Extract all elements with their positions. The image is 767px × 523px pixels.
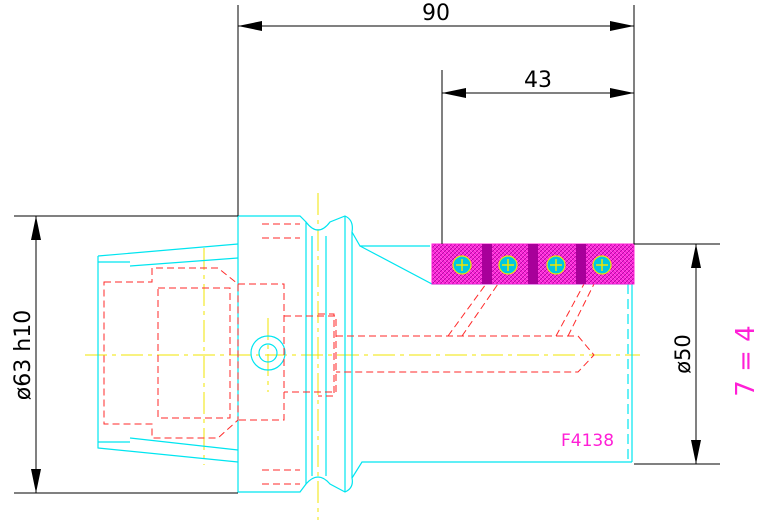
dim-63-label: ø63 h10 [11,310,36,400]
dim-50-label: ø50 [671,334,695,374]
groove-outline-lower [305,461,632,493]
flange-bore [238,283,285,421]
dim-43-label: 43 [524,68,552,93]
quantity-note: 7 = 4 [731,325,761,396]
flange-outline [237,215,307,493]
hidden-lines [103,223,595,485]
taper-inner-1 [129,257,239,267]
screw-head [284,315,337,393]
dim-90-label: 90 [422,1,450,26]
part-number-label: F4138 [561,431,614,451]
coolant-bore [336,335,595,373]
dimension-arrows [31,21,701,493]
band-dark-3 [576,244,586,284]
centerlines [85,193,640,520]
taper-inner-2 [129,437,239,451]
coolant-channel-2a [555,283,585,337]
band-dark-1 [482,244,492,284]
bore-circle [250,335,286,371]
taper-outline [97,243,239,463]
taper-bore-inner [157,287,231,419]
dimension-lines [14,5,720,494]
taper-bore [103,267,239,439]
coolant-channel-1b [461,283,499,337]
coolant-channel-1a [447,283,487,337]
coolant-channel-2b [567,283,595,337]
screw-head-inner [318,313,335,397]
groove-outline [305,215,430,247]
band-dark-2 [528,244,538,284]
bore-circle-inner [258,343,278,363]
marking-band [431,243,635,285]
